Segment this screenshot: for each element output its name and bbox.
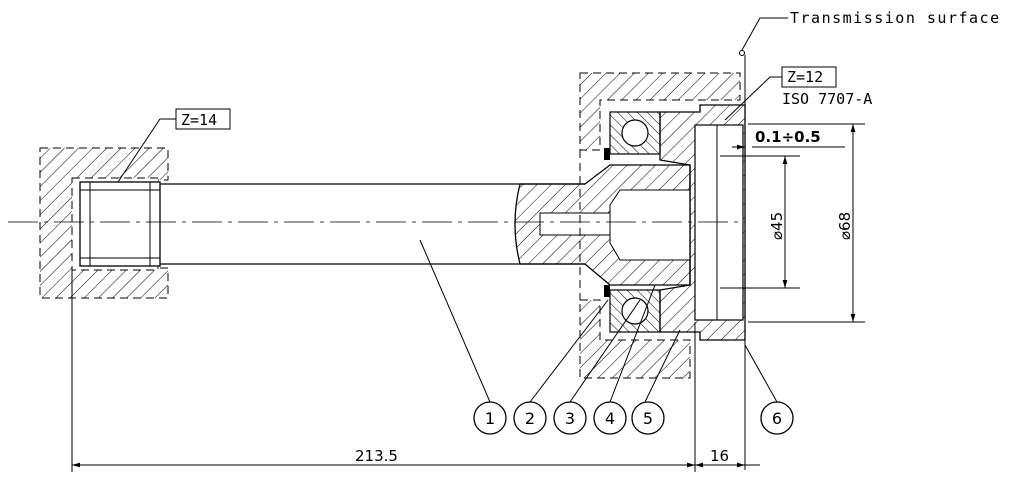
dia68-dim: ⌀68 bbox=[748, 123, 865, 323]
length-dims: 213.5 16 bbox=[71, 270, 760, 472]
z14-label: Z=14 bbox=[181, 111, 217, 129]
balloon-5: 5 bbox=[631, 401, 665, 435]
balloon-6: 6 bbox=[760, 401, 794, 435]
balloon-1-label: 1 bbox=[485, 409, 495, 428]
iso-label: ISO 7707-A bbox=[782, 90, 872, 108]
transmission-plane: Transmission surface bbox=[739, 9, 1001, 470]
bearing-top bbox=[604, 111, 661, 160]
balloon-2-label: 2 bbox=[525, 409, 535, 428]
balloons: 1 2 3 4 5 6 bbox=[473, 401, 794, 435]
length-main-label: 213.5 bbox=[355, 447, 398, 465]
balloon-4-label: 4 bbox=[605, 409, 615, 428]
dia45-label: ⌀45 bbox=[768, 212, 786, 240]
length-flange-label: 16 bbox=[710, 447, 729, 465]
balloon-1: 1 bbox=[473, 401, 507, 435]
balloon-6-label: 6 bbox=[772, 409, 782, 428]
transmission-surface-label: Transmission surface bbox=[790, 9, 1001, 27]
balloon-3-label: 3 bbox=[565, 409, 575, 428]
spline-end bbox=[79, 181, 161, 267]
balloon-4: 4 bbox=[593, 401, 627, 435]
tolerance-dim: 0.1÷0.5 bbox=[732, 128, 845, 150]
dia45-dim: ⌀45 bbox=[720, 155, 800, 289]
right-housing bbox=[579, 72, 741, 379]
balloon-2: 2 bbox=[513, 401, 547, 435]
balloon-3: 3 bbox=[553, 401, 587, 435]
bearing-bottom bbox=[604, 285, 661, 333]
z12-label: Z=12 bbox=[787, 68, 823, 86]
z14-callout: Z=14 bbox=[117, 108, 231, 183]
leader-lines bbox=[419, 239, 778, 403]
shaft bbox=[160, 164, 691, 286]
z12-callout: Z=12 ISO 7707-A bbox=[724, 66, 872, 121]
tolerance-label: 0.1÷0.5 bbox=[755, 128, 821, 146]
dia68-label: ⌀68 bbox=[836, 212, 854, 240]
balloon-5-label: 5 bbox=[643, 409, 653, 428]
